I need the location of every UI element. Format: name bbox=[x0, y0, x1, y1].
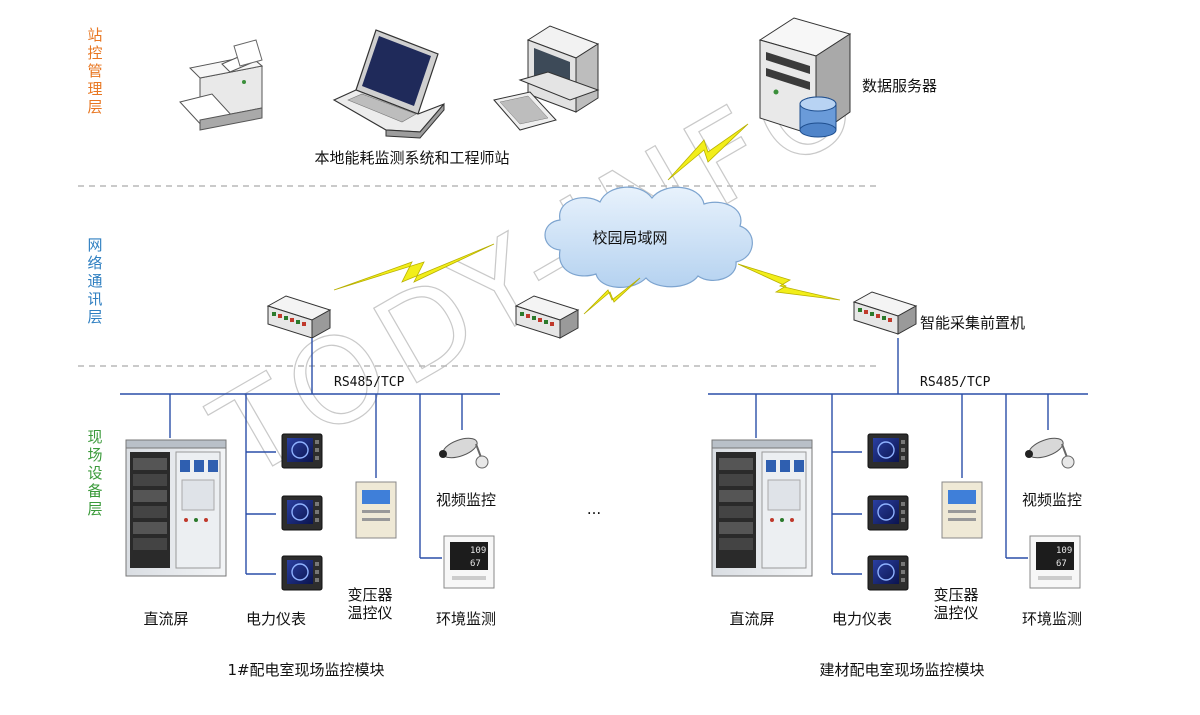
transformer-temperature-controller-icon bbox=[941, 481, 983, 539]
layer-char: 络 bbox=[87, 254, 102, 272]
bus-label: RS485/TCP bbox=[920, 375, 991, 390]
desktop-computer-icon bbox=[493, 25, 600, 131]
layer-char: 层 bbox=[87, 98, 102, 116]
dc-panel-label: 直流屏 bbox=[729, 610, 774, 628]
network-switch-icon bbox=[267, 295, 331, 339]
dc-panel-cabinet-icon bbox=[125, 439, 227, 577]
env-display-value-1: 109 bbox=[470, 546, 486, 556]
cctv-camera-icon bbox=[439, 437, 489, 469]
video-monitor-label: 视频监控 bbox=[436, 491, 496, 509]
environment-sensor-icon: 109 67 bbox=[443, 535, 495, 589]
layer-char: 讯 bbox=[87, 290, 102, 308]
power-meter-icon bbox=[281, 555, 323, 591]
lightning-bolt-icon bbox=[667, 123, 749, 181]
server-label: 数据服务器 bbox=[862, 77, 937, 95]
power-meter-icon bbox=[867, 555, 909, 591]
bus-lines bbox=[708, 338, 1088, 575]
laptop-icon bbox=[332, 29, 445, 139]
environment-monitor-label: 环境监测 bbox=[436, 610, 496, 628]
video-monitor-label: 视频监控 bbox=[1022, 491, 1082, 509]
env-display-value-2: 67 bbox=[1056, 559, 1067, 569]
field-module-2: RS485/TCP 直流屏 电力仪表 bbox=[708, 338, 1088, 679]
network-switch-icon bbox=[853, 291, 917, 335]
layer-char: 理 bbox=[87, 80, 102, 98]
printer-icon bbox=[179, 39, 264, 131]
field-module-1: RS485/TCP 直流屏 电力仪表 bbox=[120, 338, 500, 679]
layer-char: 控 bbox=[87, 44, 102, 62]
server-icon bbox=[758, 17, 852, 138]
lightning-bolt-icon bbox=[737, 263, 841, 301]
transformer-label-line2: 温控仪 bbox=[933, 604, 978, 622]
cctv-camera-icon bbox=[1025, 437, 1075, 469]
transformer-label-line1: 变压器 bbox=[933, 586, 978, 604]
transformer-temperature-controller-icon bbox=[355, 481, 397, 539]
layer-char: 场 bbox=[87, 446, 102, 464]
power-meter-label: 电力仪表 bbox=[832, 610, 892, 628]
layer-char: 设 bbox=[87, 464, 102, 482]
dc-panel-label: 直流屏 bbox=[143, 610, 188, 628]
lightning-bolt-icon bbox=[333, 243, 495, 291]
environment-monitor-label: 环境监测 bbox=[1022, 610, 1082, 628]
power-meter-icon bbox=[281, 495, 323, 531]
power-meter-label: 电力仪表 bbox=[246, 610, 306, 628]
env-display-value-1: 109 bbox=[1056, 546, 1072, 556]
layer-char: 备 bbox=[87, 482, 102, 500]
workstation-label: 本地能耗监测系统和工程师站 bbox=[314, 149, 509, 167]
layer-label-station: 站 控 管 理 层 bbox=[87, 26, 102, 116]
dc-panel-cabinet-icon bbox=[711, 439, 813, 577]
campus-lan-cloud bbox=[544, 186, 753, 288]
layer-char: 网 bbox=[87, 236, 102, 254]
bus-lines bbox=[120, 338, 500, 575]
layer-char: 层 bbox=[87, 308, 102, 326]
layer-char: 站 bbox=[87, 26, 102, 44]
cloud-label: 校园局域网 bbox=[592, 229, 667, 247]
environment-sensor-icon: 109 67 bbox=[1029, 535, 1081, 589]
layer-char: 管 bbox=[87, 62, 102, 80]
layer-char: 现 bbox=[87, 428, 102, 446]
module-title: 1#配电室现场监控模块 bbox=[227, 661, 384, 679]
layer-char: 层 bbox=[87, 500, 102, 518]
power-meter-icon bbox=[867, 495, 909, 531]
env-display-value-2: 67 bbox=[470, 559, 481, 569]
module-title: 建材配电室现场监控模块 bbox=[819, 661, 984, 679]
transformer-label-line2: 温控仪 bbox=[347, 604, 392, 622]
layer-char: 通 bbox=[87, 272, 102, 290]
bus-label: RS485/TCP bbox=[334, 375, 405, 390]
transformer-label-line1: 变压器 bbox=[347, 586, 392, 604]
ellipsis: ... bbox=[587, 500, 601, 518]
power-meter-icon bbox=[281, 433, 323, 469]
power-meter-icon bbox=[867, 433, 909, 469]
collector-label: 智能采集前置机 bbox=[920, 314, 1025, 332]
lightning-bolt-icon bbox=[583, 277, 641, 315]
layer-label-network: 网 络 通 讯 层 bbox=[87, 236, 102, 326]
layer-label-field: 现 场 设 备 层 bbox=[87, 428, 102, 518]
